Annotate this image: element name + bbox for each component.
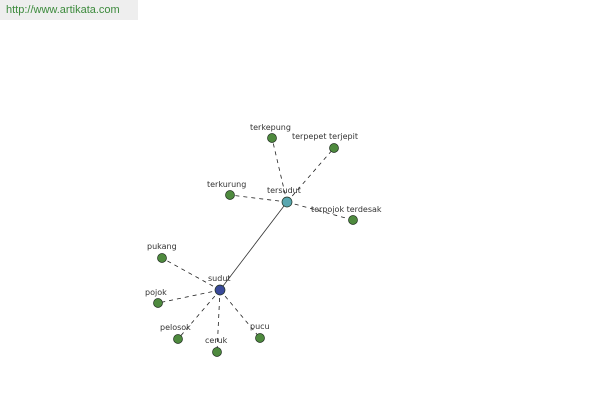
node-label-terpepet_terjepit: terpepet terjepit	[292, 132, 358, 141]
node-marker-pojok[interactable]	[153, 298, 163, 308]
node-ceruk[interactable]: ceruk	[205, 336, 228, 357]
node-label-terkepung: terkepung	[250, 123, 291, 132]
node-tersudut[interactable]: tersudut	[267, 186, 301, 208]
edge-sudut-pukang	[161, 257, 221, 291]
edge-sudut-tersudut	[219, 201, 288, 291]
node-label-pojok: pojok	[145, 288, 167, 297]
node-label-terkurung: terkurung	[207, 180, 246, 189]
node-terpojok_terdesak[interactable]: terpojok terdesak	[311, 205, 382, 225]
node-marker-tersudut[interactable]	[281, 196, 293, 208]
node-pucu[interactable]: pucu	[250, 322, 270, 343]
edge-layer	[157, 137, 354, 353]
node-marker-pelosok[interactable]	[173, 334, 183, 344]
edge-tersudut-terpepet_terjepit	[286, 147, 335, 203]
node-label-terpojok_terdesak: terpojok terdesak	[311, 205, 382, 214]
edge-sudut-ceruk	[216, 289, 221, 353]
node-marker-terkurung[interactable]	[225, 190, 235, 200]
node-marker-pukang[interactable]	[157, 253, 167, 263]
node-pukang[interactable]: pukang	[147, 242, 177, 263]
node-pelosok[interactable]: pelosok	[160, 323, 191, 344]
edge-tersudut-terpojok_terdesak	[286, 201, 354, 221]
node-pojok[interactable]: pojok	[145, 288, 167, 308]
node-marker-pucu[interactable]	[255, 333, 265, 343]
node-sudut[interactable]: sudut	[208, 274, 231, 296]
node-marker-terpojok_terdesak[interactable]	[348, 215, 358, 225]
node-label-pucu: pucu	[250, 322, 270, 331]
edge-tersudut-terkepung	[271, 137, 288, 203]
edge-tersudut-terkurung	[229, 194, 288, 203]
source-url[interactable]: http://www.artikata.com	[0, 0, 138, 20]
node-label-ceruk: ceruk	[205, 336, 228, 345]
edge-sudut-pojok	[157, 289, 221, 304]
node-terkepung[interactable]: terkepung	[250, 123, 291, 143]
node-label-sudut: sudut	[208, 274, 231, 283]
edge-sudut-pelosok	[177, 289, 221, 340]
node-label-tersudut: tersudut	[267, 186, 301, 195]
node-marker-terkepung[interactable]	[267, 133, 277, 143]
node-terpepet_terjepit[interactable]: terpepet terjepit	[292, 132, 358, 153]
node-label-pelosok: pelosok	[160, 323, 191, 332]
node-marker-terpepet_terjepit[interactable]	[329, 143, 339, 153]
node-label-pukang: pukang	[147, 242, 177, 251]
node-marker-ceruk[interactable]	[212, 347, 222, 357]
node-terkurung[interactable]: terkurung	[207, 180, 246, 200]
node-marker-sudut[interactable]	[214, 284, 226, 296]
edge-sudut-pucu	[219, 289, 261, 339]
